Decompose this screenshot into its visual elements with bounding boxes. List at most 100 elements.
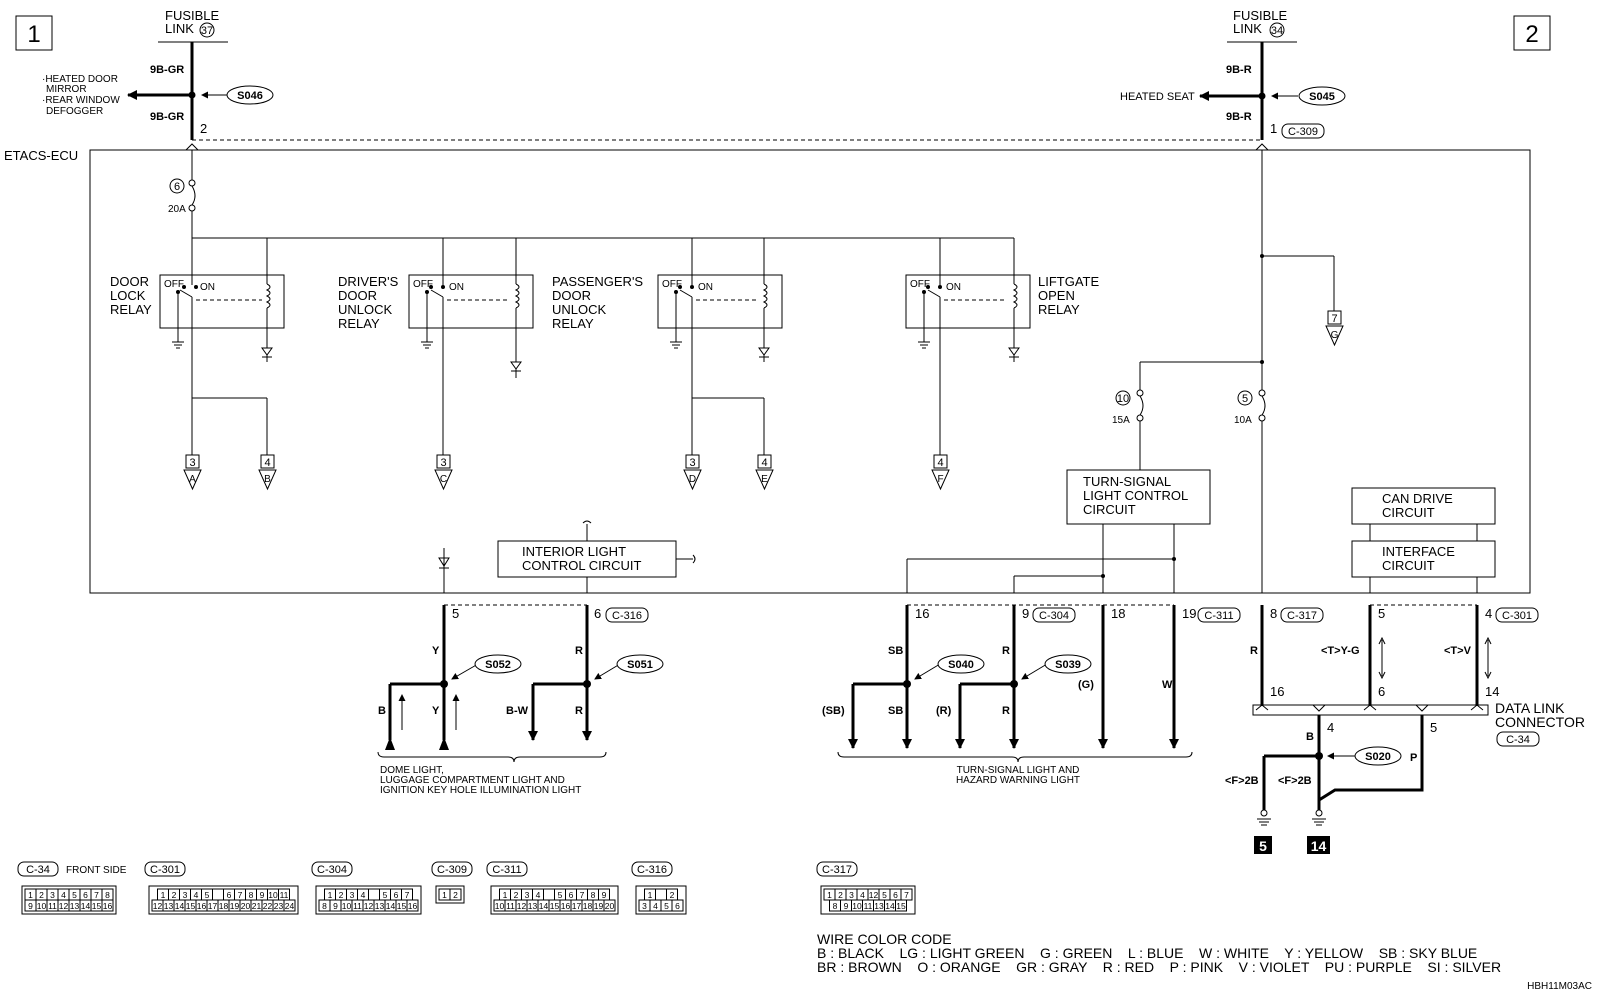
svg-text:FUSIBLE: FUSIBLE [165,8,220,23]
connector-pin: 5 [72,890,77,900]
connector-pin: 9 [333,901,338,911]
wire-color-label: <F>2B [1278,775,1312,787]
connector-pin: 13 [528,901,538,911]
connector-pin: 13 [164,901,174,911]
connector-pin: 5 [882,890,887,900]
svg-text:DRIVER'S: DRIVER'S [338,274,399,289]
connector-pin: 1 [161,890,166,900]
svg-text:RELAY: RELAY [338,316,380,331]
connector-pin: 17 [208,901,218,911]
svg-text:S046: S046 [237,90,263,102]
sheet-number-2: 2 [1513,15,1551,51]
connector-pin: 2 [670,890,675,900]
svg-text:3: 3 [189,457,195,469]
connector-pin: 23 [274,901,284,911]
wire-color-label: 9B-GR [150,111,184,123]
svg-text:LINK: LINK [165,21,194,36]
svg-text:4: 4 [1327,720,1334,735]
svg-text:BR : BROWN O : ORANGE GR: BR : BROWN O : ORANGE GR : GRAY R : RED … [817,959,1501,975]
branch-label-left: ·HEATED DOOR MIRROR ·REAR WINDOW DEFOGGE… [42,74,120,117]
svg-text:16: 16 [915,606,929,621]
connector-pin: 2 [172,890,177,900]
svg-text:WIRE COLOR CODE: WIRE COLOR CODE [817,931,952,947]
svg-text:FUSIBLE: FUSIBLE [1233,8,1288,23]
svg-text:(G): (G) [1078,679,1094,691]
svg-text:B: B [264,474,271,485]
svg-text:7: 7 [1331,313,1337,325]
sheet-number-1: 1 [15,15,53,51]
connector-pin: 1 [648,890,653,900]
wire-color-label: <T>V [1444,645,1472,657]
connector-pin: 5 [558,890,563,900]
connector-pin: 8 [591,890,596,900]
connector-view-name: C-301 [150,864,180,876]
wire-color-label: <F>2B [1225,775,1259,787]
ref-3-C: 3 C [434,454,453,491]
wire-color-label: 9B-GR [150,64,184,76]
svg-text:4: 4 [761,457,767,469]
connector-pin: 7 [94,890,99,900]
connector-pin: 15 [550,901,560,911]
wire-color-code: WIRE COLOR CODE B : BLACK LG : LIGHT GRE… [817,931,1501,975]
svg-text:14: 14 [1485,684,1499,699]
svg-text:8: 8 [1270,606,1277,621]
wire-color-label: B [1306,731,1314,743]
wire-color-label: <T>Y-G [1321,645,1360,657]
svg-text:5: 5 [1378,606,1385,621]
wire-labels-interior: Y R B Y B-W R [378,645,583,717]
connector-pin: 3 [183,890,188,900]
connector-pin: 18 [219,901,229,911]
svg-text:OFF: OFF [910,279,930,290]
svg-text:18: 18 [1111,606,1125,621]
svg-text:4: 4 [264,457,270,469]
connector-pin: 24 [285,901,295,911]
connector-pin: 4 [653,901,658,911]
relay-liftgate-open: LIFTGATE OPEN RELAY OFF ON [905,238,1099,455]
connector-pin: 6 [893,890,898,900]
connector-pin: 4 [194,890,199,900]
fuse-10: 10 15A [1112,389,1144,426]
splice-S046: S046 [201,85,274,105]
svg-text:ON: ON [946,282,961,293]
svg-text:Y: Y [432,705,440,717]
connector-pin: 16 [408,901,418,911]
connector-pin: 2 [453,890,458,900]
svg-text:UNLOCK: UNLOCK [552,302,607,317]
ref-3-A: 3 A [183,454,202,491]
connector-pin: 12 [869,890,879,900]
connector-pin: 15 [896,901,906,911]
pin-labels-bottom: 5 6 C-316 16 9 C-304 18 19 C-311 8 C-317… [452,606,1539,623]
svg-text:UNLOCK: UNLOCK [338,302,393,317]
splice-S039: S039 [1021,654,1092,680]
ref-4-E: 4 E [755,454,774,491]
svg-text:INTERFACE: INTERFACE [1382,544,1455,559]
svg-text:3: 3 [689,457,695,469]
svg-text:LOCK: LOCK [110,288,146,303]
svg-text:OFF: OFF [662,279,682,290]
svg-text:(SB): (SB) [822,705,845,717]
connector-pin: 17 [572,901,582,911]
svg-text:37: 37 [201,25,213,37]
svg-text:W: W [1162,679,1173,691]
svg-text:B: B [378,705,386,717]
connector-pin: 8 [249,890,254,900]
connector-view-name: C-309 [437,864,467,876]
svg-text:CIRCUIT: CIRCUIT [1382,558,1435,573]
connector-pin: 10 [37,901,47,911]
svg-text:(R): (R) [936,705,952,717]
pin-number: 1 [1270,121,1277,136]
svg-text:4: 4 [937,457,943,469]
connector-pin: 12 [517,901,527,911]
svg-text:S051: S051 [627,659,653,671]
destination-brace [377,751,607,763]
svg-text:2: 2 [1525,21,1538,48]
svg-text:MIRROR: MIRROR [46,84,87,95]
svg-text:S020: S020 [1365,751,1391,763]
svg-text:C-304: C-304 [1039,610,1069,622]
svg-text:LINK: LINK [1233,21,1262,36]
svg-text:DOOR: DOOR [552,288,591,303]
connector-pin: 3 [350,890,355,900]
